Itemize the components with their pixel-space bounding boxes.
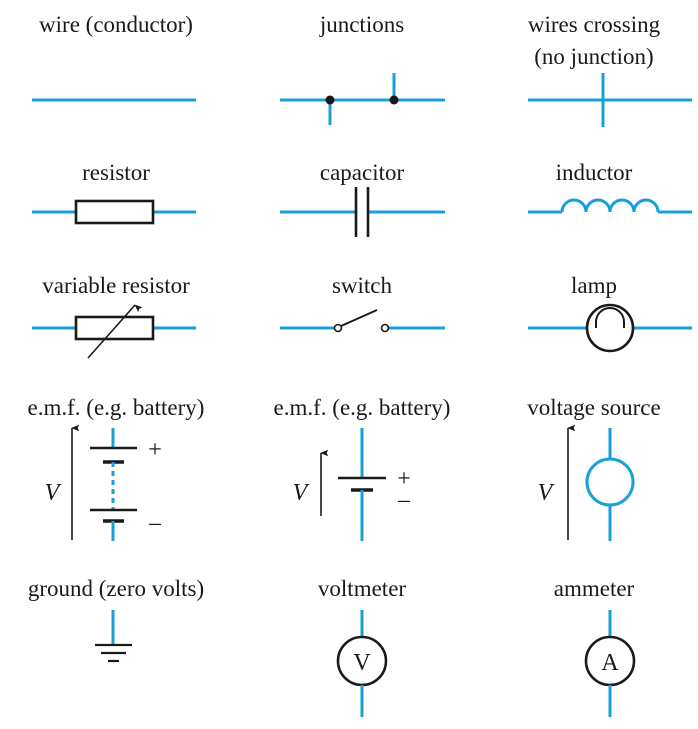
label-switch: switch — [331, 273, 393, 298]
label-emf-2: e.m.f. (e.g. battery) — [273, 395, 451, 420]
junction-dot — [325, 95, 335, 105]
wires-crossing-symbol — [528, 73, 692, 127]
voltage-variable: V — [45, 480, 62, 506]
voltmeter-letter: V — [353, 650, 371, 676]
minus-sign: – — [148, 510, 162, 536]
ammeter-letter: A — [601, 650, 619, 676]
label-ground: ground (zero volts) — [27, 576, 205, 601]
voltage-source-symbol — [567, 424, 635, 541]
label-capacitor: capacitor — [319, 160, 405, 185]
label-lamp: lamp — [571, 273, 617, 298]
ammeter-symbol — [584, 610, 636, 717]
label-junctions: junctions — [319, 12, 405, 37]
ground-symbol — [95, 610, 132, 663]
label-emf-1: e.m.f. (e.g. battery) — [27, 395, 205, 420]
inductor-symbol — [528, 198, 692, 214]
label-voltage-source: voltage source — [527, 395, 661, 420]
lamp-symbol — [528, 303, 692, 353]
emf-battery-single-symbol — [320, 428, 386, 541]
variable-resistor-symbol — [32, 304, 196, 359]
voltmeter-symbol — [336, 610, 388, 717]
label-inductor: inductor — [555, 160, 633, 185]
label-variable-resistor: variable resistor — [42, 273, 190, 298]
plus-sign: + — [397, 466, 411, 492]
label-voltmeter: voltmeter — [317, 576, 407, 601]
voltage-variable: V — [538, 480, 555, 506]
voltage-variable: V — [293, 480, 310, 506]
label-resistor: resistor — [82, 160, 150, 185]
plus-sign: + — [148, 437, 162, 463]
junction-dot — [389, 95, 399, 105]
resistor-symbol — [32, 199, 196, 225]
label-wire: wire (conductor) — [39, 12, 193, 37]
switch-symbol — [280, 309, 445, 333]
emf-battery-multi-symbol — [71, 424, 137, 541]
capacitor-symbol — [280, 187, 445, 237]
label-ammeter: ammeter — [553, 576, 635, 601]
label-wires-crossing-2: (no junction) — [534, 44, 654, 69]
minus-sign: – — [397, 487, 411, 513]
junctions-symbol — [280, 73, 445, 125]
label-wires-crossing-1: wires crossing — [527, 12, 661, 37]
